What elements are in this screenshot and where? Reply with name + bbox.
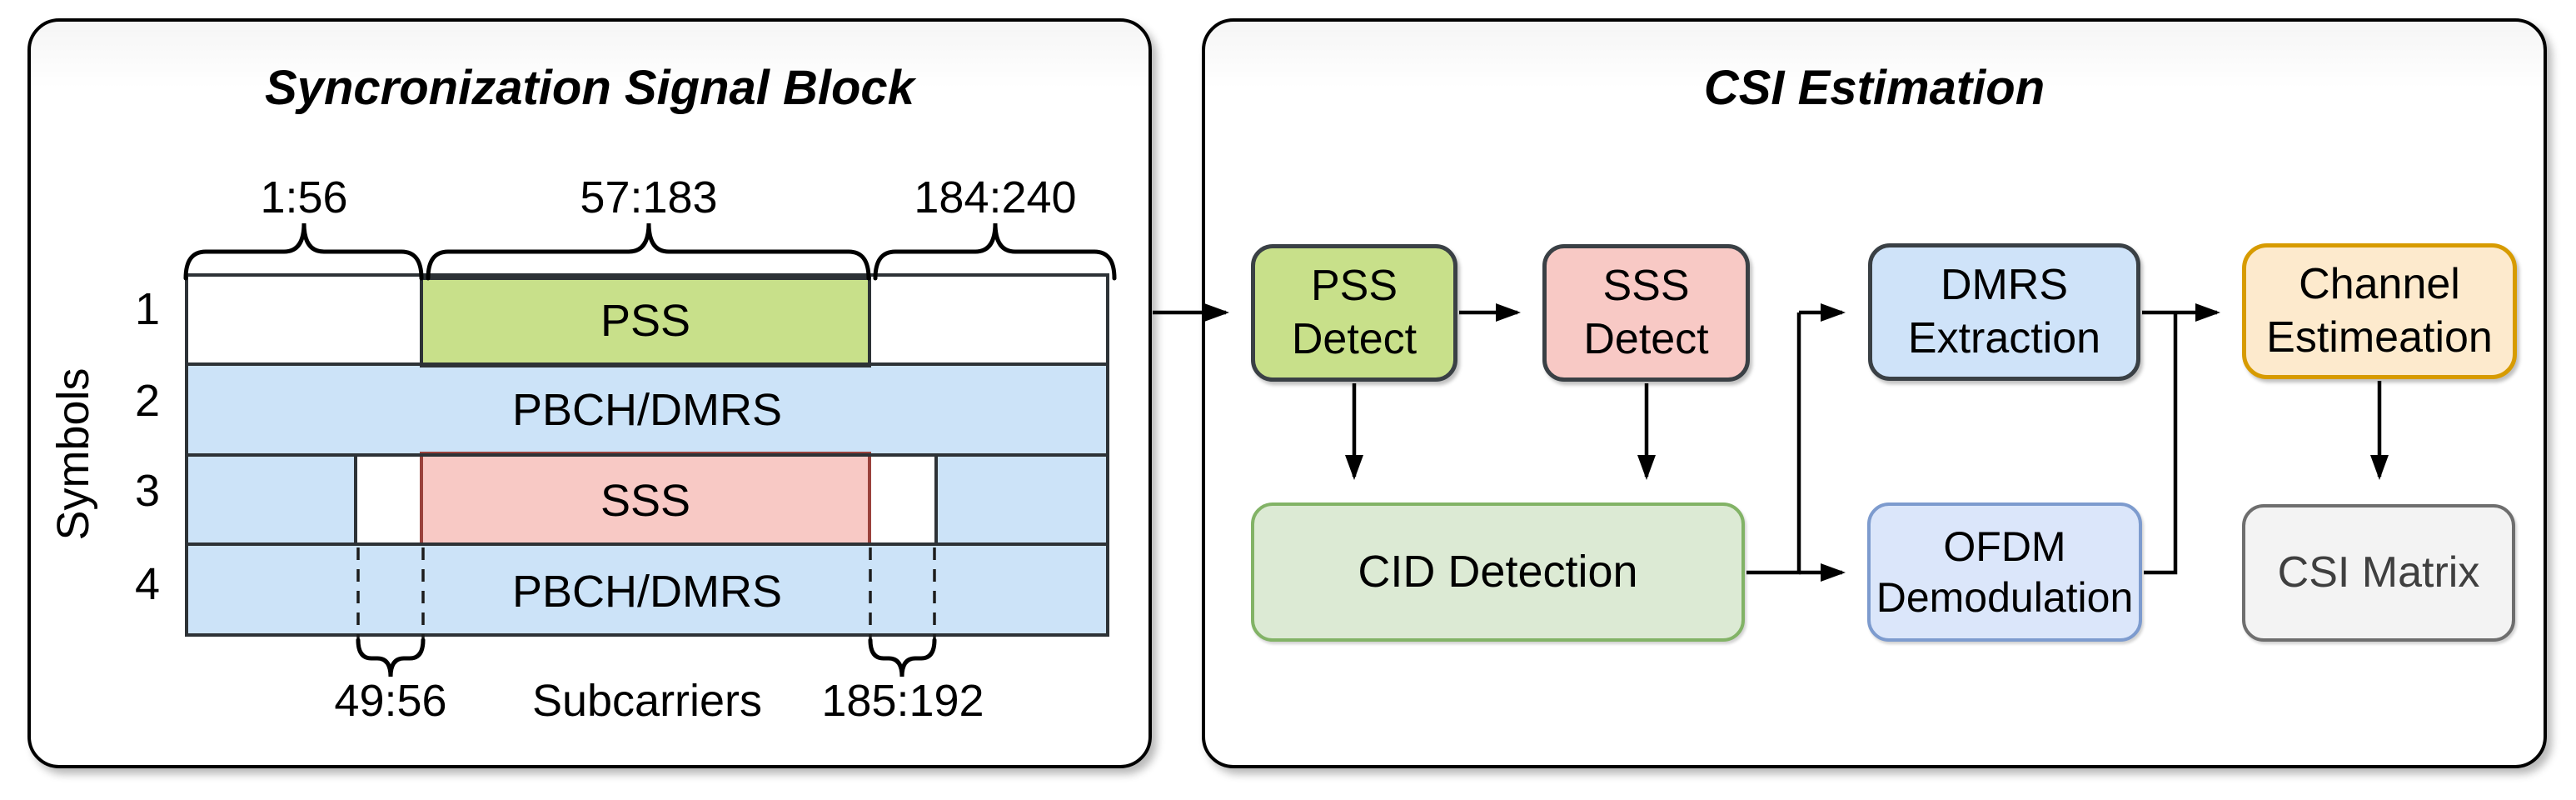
row3-right-gap [868, 453, 938, 544]
sss-detect-block: SSS Detect [1542, 244, 1750, 382]
csi-panel: CSI Estimation [1202, 18, 2547, 768]
row-separator-2-3 [188, 453, 1106, 457]
ssb-panel-title: Syncronization Signal Block [265, 61, 914, 115]
ofdm-demodulation-block: OFDM Demodulation [1867, 502, 2142, 642]
symbol-row-label-2: 2 [134, 376, 160, 426]
range-label-1-56: 1:56 [260, 172, 348, 222]
range-label-49-56: 49:56 [334, 676, 447, 726]
range-label-57-183: 57:183 [580, 172, 718, 222]
symbol-row-label-1: 1 [134, 284, 160, 334]
pss-cell-label: PSS [600, 296, 691, 346]
symbol-row-label-3: 3 [134, 466, 160, 516]
range-label-184-240: 184:240 [914, 172, 1077, 222]
channel-estimation-block: Channel Estimeation [2242, 243, 2517, 379]
subcarriers-axis-label: Subcarriers [531, 676, 763, 726]
csi-panel-title: CSI Estimation [1703, 61, 2045, 115]
ssb-resource-grid [185, 273, 1109, 637]
dmrs-extraction-block: DMRS Extraction [1868, 243, 2140, 381]
pbch-row2-label: PBCH/DMRS [511, 385, 783, 435]
row-separator-3-4 [188, 542, 1106, 546]
symbol-row-label-4: 4 [134, 559, 160, 609]
sss-cell-label: SSS [600, 476, 691, 526]
row3-left-gap [354, 453, 423, 544]
pbch-row4-cell [188, 542, 1106, 633]
csi-matrix-block: CSI Matrix [2242, 504, 2515, 642]
row-separator-1-2 [188, 362, 1106, 366]
pbch-row4-label: PBCH/DMRS [511, 567, 783, 617]
pss-detect-block: PSS Detect [1251, 244, 1457, 382]
pbch-row2-cell [188, 362, 1106, 457]
cid-detection-block: CID Detection [1251, 502, 1745, 642]
symbols-axis-label: Symbols [48, 368, 98, 541]
range-label-185-192: 185:192 [821, 676, 984, 726]
